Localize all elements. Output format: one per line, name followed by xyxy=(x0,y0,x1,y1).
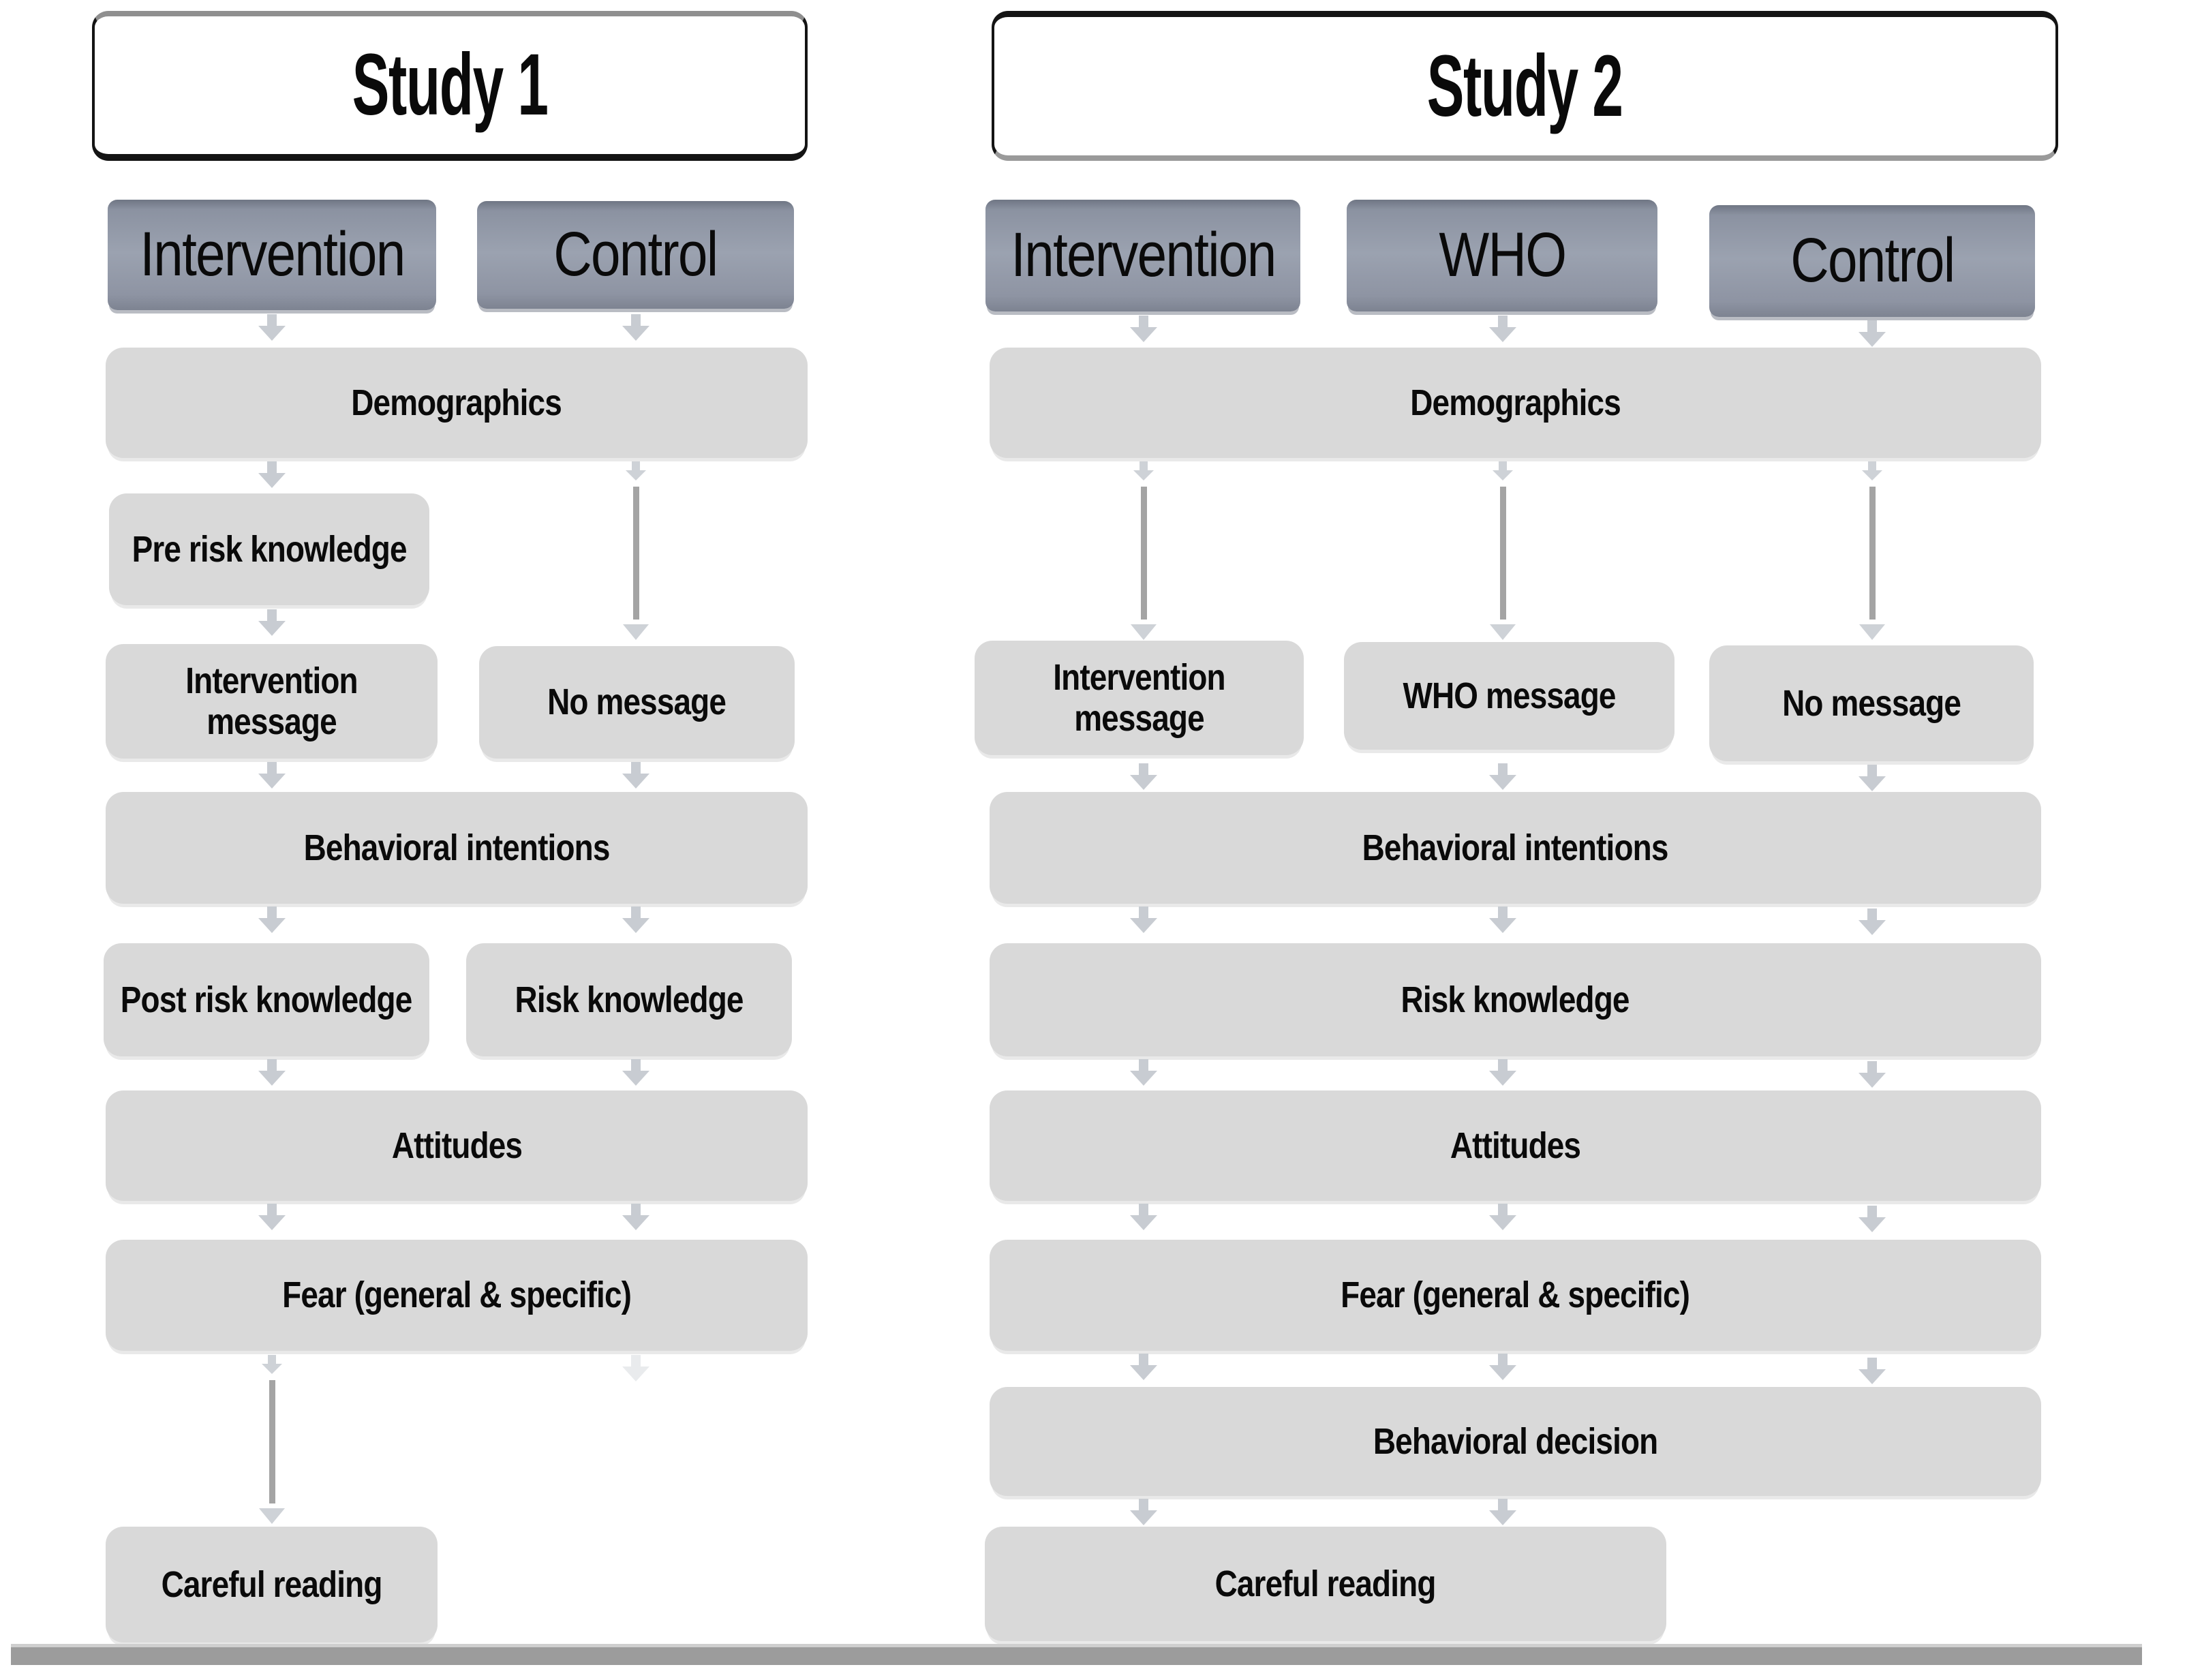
arrow-down-icon xyxy=(1129,906,1159,933)
study1-title: Study 1 xyxy=(352,36,549,134)
study1-pre-risk-knowledge-label: Pre risk knowledge xyxy=(132,528,407,570)
arrow-down-icon xyxy=(257,906,287,933)
arrow-down-icon xyxy=(1129,1354,1159,1380)
study1-behavioral-intentions-label: Behavioral intentions xyxy=(303,827,611,868)
study2-attitudes-box: Attitudes xyxy=(990,1090,2041,1201)
study1-behavioral-intentions-box: Behavioral intentions xyxy=(106,792,808,904)
study2-fear-box: Fear (general & specific) xyxy=(990,1240,2041,1351)
long-arrow-down-icon xyxy=(621,461,651,640)
study2-risk-knowledge-label: Risk knowledge xyxy=(1401,979,1630,1020)
study1-careful-reading-box: Careful reading xyxy=(106,1527,438,1643)
study1-intervention-message-box: Intervention message xyxy=(106,644,438,759)
study2-intervention-condition-label: Intervention xyxy=(1010,220,1276,290)
arrow-down-icon xyxy=(1488,1059,1518,1086)
study1-fear-label: Fear (general & specific) xyxy=(282,1274,632,1316)
study2-behavioral-decision-box: Behavioral decision xyxy=(990,1387,2041,1496)
study2-intervention-message-box: Intervention message xyxy=(975,641,1304,755)
study1-risk-knowledge-label: Risk knowledge xyxy=(515,979,744,1020)
arrow-down-icon xyxy=(1488,316,1518,342)
long-arrow-down-icon xyxy=(1129,461,1159,640)
study1-fear-box: Fear (general & specific) xyxy=(106,1240,808,1351)
study1-attitudes-label: Attitudes xyxy=(391,1125,522,1166)
study1-intervention-condition-box: Intervention xyxy=(108,200,436,310)
study1-no-message-label: No message xyxy=(547,682,727,723)
arrow-down-icon xyxy=(1488,1499,1518,1525)
study1-control-condition-box: Control xyxy=(477,201,794,309)
study1-post-risk-knowledge-box: Post risk knowledge xyxy=(104,943,429,1056)
arrow-down-icon xyxy=(1129,316,1159,342)
arrow-down-icon xyxy=(1857,1358,1887,1384)
bottom-divider-bar xyxy=(11,1644,2142,1665)
study2-risk-knowledge-box: Risk knowledge xyxy=(990,943,2041,1056)
arrow-down-icon xyxy=(257,314,287,341)
study2-behavioral-intentions-label: Behavioral intentions xyxy=(1362,827,1669,868)
study1-demographics-box: Demographics xyxy=(106,348,808,458)
arrow-down-icon xyxy=(257,1204,287,1230)
arrow-down-icon xyxy=(1129,1204,1159,1230)
study1-intervention-message-label: Intervention message xyxy=(185,660,358,742)
arrow-down-icon xyxy=(257,1059,287,1086)
arrow-down-icon xyxy=(1488,1354,1518,1380)
long-arrow-down-icon xyxy=(1488,461,1518,640)
study2-control-condition-box: Control xyxy=(1709,205,2035,317)
arrow-down-icon xyxy=(1488,1204,1518,1230)
study2-demographics-box: Demographics xyxy=(990,348,2041,458)
arrow-down-icon xyxy=(257,762,287,789)
study2-fear-label: Fear (general & specific) xyxy=(1341,1274,1691,1316)
study2-who-condition-label: WHO xyxy=(1438,220,1567,290)
arrow-down-icon xyxy=(621,1204,651,1230)
arrow-down-icon xyxy=(1857,908,1887,935)
arrow-down-icon xyxy=(1129,763,1159,790)
study2-no-message-box: No message xyxy=(1709,645,2034,761)
study1-risk-knowledge-box: Risk knowledge xyxy=(466,943,792,1056)
study2-careful-reading-label: Careful reading xyxy=(1215,1563,1437,1604)
study2-header: Study 2 xyxy=(992,11,2058,161)
arrow-down-icon xyxy=(1857,1206,1887,1232)
arrow-down-icon xyxy=(621,906,651,933)
arrow-down-icon xyxy=(621,314,651,341)
study2-behavioral-intentions-box: Behavioral intentions xyxy=(990,792,2041,904)
study1-attitudes-box: Attitudes xyxy=(106,1090,808,1201)
study1-post-risk-knowledge-label: Post risk knowledge xyxy=(121,979,413,1020)
arrow-down-icon xyxy=(257,461,287,488)
study2-behavioral-decision-label: Behavioral decision xyxy=(1373,1420,1658,1462)
study1-intervention-condition-label: Intervention xyxy=(139,219,406,290)
study1-demographics-label: Demographics xyxy=(351,382,562,423)
study1-pre-risk-knowledge-box: Pre risk knowledge xyxy=(109,493,429,605)
study2-no-message-label: No message xyxy=(1782,682,1961,724)
arrow-down-icon xyxy=(1857,765,1887,791)
study1-no-message-box: No message xyxy=(479,646,795,759)
study2-intervention-message-label: Intervention message xyxy=(1053,656,1225,739)
study1-header: Study 1 xyxy=(92,11,808,161)
study2-demographics-label: Demographics xyxy=(1410,382,1621,423)
arrow-down-icon xyxy=(1488,906,1518,933)
arrow-down-icon xyxy=(1857,1061,1887,1088)
study1-control-condition-label: Control xyxy=(553,219,718,290)
arrow-down-icon xyxy=(621,1355,651,1381)
arrow-down-icon xyxy=(1857,320,1887,347)
arrow-down-icon xyxy=(1129,1059,1159,1086)
study2-title: Study 2 xyxy=(1427,37,1623,135)
study2-who-condition-box: WHO xyxy=(1347,200,1657,311)
arrow-down-icon xyxy=(621,1059,651,1086)
study2-careful-reading-box: Careful reading xyxy=(985,1527,1666,1641)
study2-control-condition-label: Control xyxy=(1790,226,1955,296)
study1-careful-reading-label: Careful reading xyxy=(161,1563,383,1605)
long-arrow-down-icon xyxy=(1857,461,1887,640)
arrow-down-icon xyxy=(621,762,651,789)
study2-attitudes-label: Attitudes xyxy=(1450,1125,1581,1166)
long-arrow-down-icon xyxy=(257,1355,287,1524)
arrow-down-icon xyxy=(1129,1499,1159,1525)
arrow-down-icon xyxy=(1488,763,1518,790)
study2-intervention-condition-box: Intervention xyxy=(985,200,1300,311)
study2-who-message-box: WHO message xyxy=(1344,642,1674,750)
study2-who-message-label: WHO message xyxy=(1403,675,1616,716)
arrow-down-icon xyxy=(257,609,287,636)
